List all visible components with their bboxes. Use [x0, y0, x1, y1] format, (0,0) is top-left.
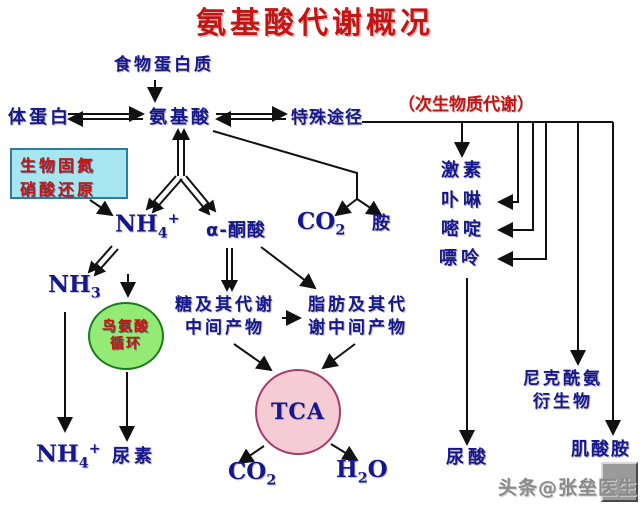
formula-subscript: 4: [78, 455, 89, 472]
sugar-line1: 糖及其代谢: [175, 295, 275, 315]
node-secondary-metabolism: （次生物质代谢）: [398, 95, 534, 115]
node-creatinamine: 肌酸胺: [571, 439, 631, 460]
formula-text: CO: [228, 458, 267, 485]
fat-line2: 谢中间产物: [308, 318, 408, 338]
formula-text: H: [336, 456, 358, 483]
node-ammonium-upper: NH4+: [115, 211, 180, 242]
formula-text: NH: [36, 440, 79, 468]
node-fat-intermediates: 脂肪及其代 谢中间产物: [300, 294, 416, 340]
formula-subscript: 2: [357, 470, 368, 487]
formula-suffix: O: [367, 456, 388, 483]
node-co2-mid: CO2: [297, 208, 346, 239]
formula-superscript: +: [167, 211, 180, 227]
node-special-pathway: 特殊途径: [291, 108, 363, 128]
node-alpha-keto-acid: α-酮酸: [206, 220, 266, 241]
node-amino-acid: 氨基酸: [149, 107, 212, 128]
node-hormone: 激素: [441, 160, 485, 181]
watermark-text: 头条@张垒医生: [498, 477, 639, 499]
node-porphyrin: 卟啉: [441, 190, 485, 211]
formula-text: NH: [48, 271, 91, 298]
tca-cycle-circle: TCA: [255, 369, 341, 455]
node-amine: 胺: [372, 213, 393, 234]
formula-subscript: 2: [266, 472, 277, 489]
node-uric-acid: 尿酸: [446, 447, 490, 468]
formula-text: CO: [297, 208, 336, 235]
node-food-protein: 食物蛋白质: [114, 55, 214, 75]
node-ammonia: NH3: [48, 271, 101, 302]
node-sugar-intermediates: 糖及其代谢 中间产物: [168, 294, 282, 340]
formula-superscript: +: [88, 441, 101, 457]
ornithine-line2: 循环: [110, 336, 142, 352]
formula-subscript: 3: [90, 285, 101, 302]
node-body-protein: 体蛋白: [8, 107, 71, 128]
ornithine-cycle-circle: 鸟氨酸 循环: [88, 302, 164, 370]
node-urea: 尿素: [112, 446, 156, 467]
formula-text: NH: [115, 210, 158, 238]
node-h2o: H2O: [336, 456, 388, 487]
nicotinamide-line2: 衍生物: [533, 392, 593, 412]
node-nicotinamide-derivatives: 尼克酰氨 衍生物: [515, 368, 611, 414]
node-ammonium-lower: NH4+: [36, 441, 101, 472]
node-co2-bottom: CO2: [228, 458, 277, 489]
tca-label: TCA: [271, 399, 325, 425]
sugar-line2: 中间产物: [185, 318, 265, 338]
formula-subscript: 4: [157, 225, 168, 242]
slide-title: 氨基酸代谢概况: [196, 6, 434, 41]
fixation-line2: 硝酸还原: [20, 180, 97, 199]
node-purine: 嘌呤: [439, 248, 483, 269]
fat-line1: 脂肪及其代: [308, 295, 408, 315]
formula-subscript: 2: [335, 222, 346, 239]
watermark-badge-icon: [601, 462, 638, 502]
node-pyrimidine: 嘧啶: [441, 219, 485, 240]
nitrogen-fixation-box: 生物固氮 硝酸还原: [10, 148, 128, 199]
ornithine-line1: 鸟氨酸: [102, 318, 150, 335]
fixation-line1: 生物固氮: [20, 156, 97, 175]
nicotinamide-line1: 尼克酰氨: [523, 369, 603, 389]
